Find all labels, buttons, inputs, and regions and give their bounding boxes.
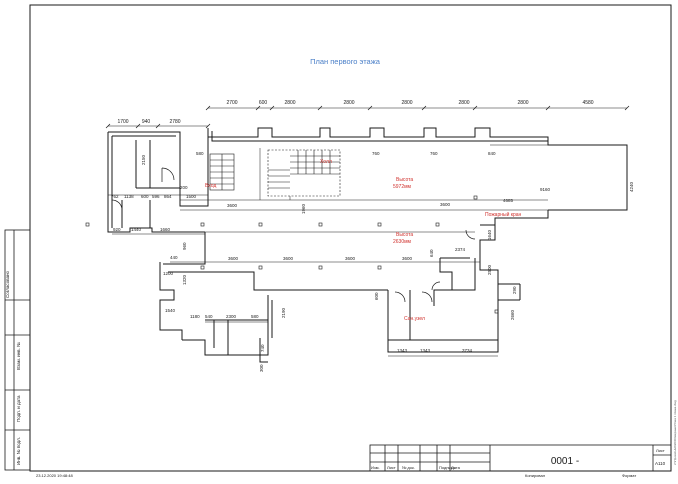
dim-row-3: 3600 bbox=[345, 256, 356, 261]
dim-1343b: 1343 bbox=[420, 348, 431, 353]
dim-600b: 600 bbox=[374, 292, 379, 300]
dim-left-top-1: 1700 bbox=[117, 119, 128, 125]
dim-2190: 2190 bbox=[281, 307, 286, 318]
sheet-frame bbox=[29, 4, 672, 472]
level-change-lines bbox=[180, 144, 548, 233]
dim-600: 600 bbox=[141, 194, 149, 199]
dim-top-3: 2800 bbox=[284, 100, 295, 106]
stair-flight-hall bbox=[267, 149, 341, 197]
dim-top-8: 4580 bbox=[582, 100, 593, 106]
dim-290: 290 bbox=[512, 286, 517, 294]
dim-9160: 9160 bbox=[540, 187, 551, 192]
dim-1343a: 1343 bbox=[397, 348, 408, 353]
dim-top-6: 2800 bbox=[458, 100, 469, 106]
dim-2150: 2150 bbox=[141, 154, 146, 165]
dimension-lines bbox=[108, 107, 627, 357]
label-hall: Холл bbox=[320, 159, 332, 165]
dim-top-4: 2800 bbox=[343, 100, 354, 106]
doors bbox=[111, 167, 476, 303]
label-height-2-value: 2630мм bbox=[393, 239, 412, 245]
stamp-label-replace-inv: Взам. инв. № bbox=[16, 342, 21, 370]
dim-440: 440 bbox=[170, 255, 178, 260]
dim-580b: 580 bbox=[251, 314, 259, 319]
dim-596: 596 bbox=[152, 194, 160, 199]
dim-840: 840 bbox=[488, 151, 496, 156]
dim-1960: 1960 bbox=[301, 203, 306, 214]
tb-header-izm: Изм. bbox=[371, 465, 380, 470]
dim-760a: 760 bbox=[372, 151, 380, 156]
tb-header-sign: Подпись bbox=[439, 465, 455, 470]
columns bbox=[85, 195, 499, 314]
plan-title: План первого этажа bbox=[310, 57, 381, 66]
dim-762: 762 bbox=[111, 194, 119, 199]
dim-640: 640 bbox=[429, 249, 434, 257]
dim-300: 300 bbox=[259, 364, 264, 372]
dim-1440: 1440 bbox=[131, 227, 142, 232]
dim-top-1: 2700 bbox=[226, 100, 237, 106]
dim-row-5: 3600 bbox=[440, 202, 451, 207]
stamp-label-inv-number: Инв. № подл. bbox=[16, 437, 21, 465]
dim-top-7: 2800 bbox=[517, 100, 528, 106]
label-height-1-value: 5972мм bbox=[393, 184, 412, 190]
tb-header-date: Дата bbox=[451, 465, 461, 470]
label-fire-crane: Пожарный кран bbox=[485, 211, 522, 218]
footer-file-path: Z:\Проекты\2020\Обмерные\План 1 этажа.dw… bbox=[673, 400, 677, 465]
tb-document-code: 0001 - bbox=[551, 456, 579, 467]
dim-580: 580 bbox=[196, 151, 204, 156]
dim-3600a: 3600 bbox=[227, 203, 238, 208]
label-height-1: Высота bbox=[396, 177, 413, 183]
side-stamp bbox=[4, 229, 31, 471]
dim-200: 200 bbox=[180, 185, 188, 190]
dim-1660: 1660 bbox=[160, 227, 171, 232]
dim-top-5: 2800 bbox=[401, 100, 412, 106]
dim-760b: 760 bbox=[430, 151, 438, 156]
dim-2660: 2660 bbox=[510, 309, 515, 320]
dim-1640: 1640 bbox=[487, 229, 492, 240]
dim-row-2: 3600 bbox=[283, 256, 294, 261]
dim-540: 540 bbox=[205, 314, 213, 319]
dim-1138: 1138 bbox=[124, 194, 134, 199]
tb-header-doc: № док. bbox=[402, 465, 415, 470]
label-bathroom: Сан.узел bbox=[404, 316, 425, 322]
dim-2300: 2300 bbox=[226, 314, 237, 319]
dim-920: 920 bbox=[113, 227, 121, 232]
tb-sheet-number: А110 bbox=[655, 461, 666, 466]
dim-2500: 2500 bbox=[487, 264, 492, 275]
tb-sheet-label: Лист bbox=[656, 448, 665, 453]
walls bbox=[107, 127, 628, 363]
stamp-label-sign-date: Подп. и дата bbox=[16, 395, 21, 422]
dim-left-top-2: 940 bbox=[142, 119, 151, 125]
dim-3734: 3734 bbox=[462, 348, 473, 353]
dim-1180: 1180 bbox=[190, 314, 200, 319]
dim-1540: 1540 bbox=[165, 308, 176, 313]
dim-4240: 4240 bbox=[629, 181, 634, 192]
dim-row-1: 3600 bbox=[228, 256, 239, 261]
dimension-ticks bbox=[105, 105, 630, 129]
label-entrance: Вход bbox=[205, 183, 216, 189]
dim-740: 740 bbox=[260, 344, 265, 352]
dim-2374: 2374 bbox=[455, 247, 466, 252]
dim-left-top-3: 2780 bbox=[169, 119, 180, 125]
dim-1200: 1200 bbox=[163, 271, 174, 276]
label-height-2: Высота bbox=[396, 232, 413, 238]
footer-timestamp: 23.12.2020 19:48:48 bbox=[36, 473, 73, 478]
title-block bbox=[369, 444, 672, 472]
dim-top-2: 600 bbox=[259, 100, 268, 106]
dim-row-4: 3600 bbox=[402, 256, 413, 261]
stair-flight-left bbox=[209, 153, 235, 191]
dim-960: 960 bbox=[182, 242, 187, 250]
tb-format: Формат bbox=[622, 473, 636, 478]
stamp-label-agreed: Согласовано bbox=[5, 270, 10, 298]
dim-4685: 4685 bbox=[503, 198, 514, 203]
dim-1500: 1500 bbox=[186, 194, 197, 199]
tb-copied: Копировал bbox=[525, 473, 546, 478]
dim-864: 864 bbox=[164, 194, 172, 199]
tb-header-list: Лист bbox=[387, 465, 396, 470]
dim-1320: 1320 bbox=[182, 274, 187, 285]
